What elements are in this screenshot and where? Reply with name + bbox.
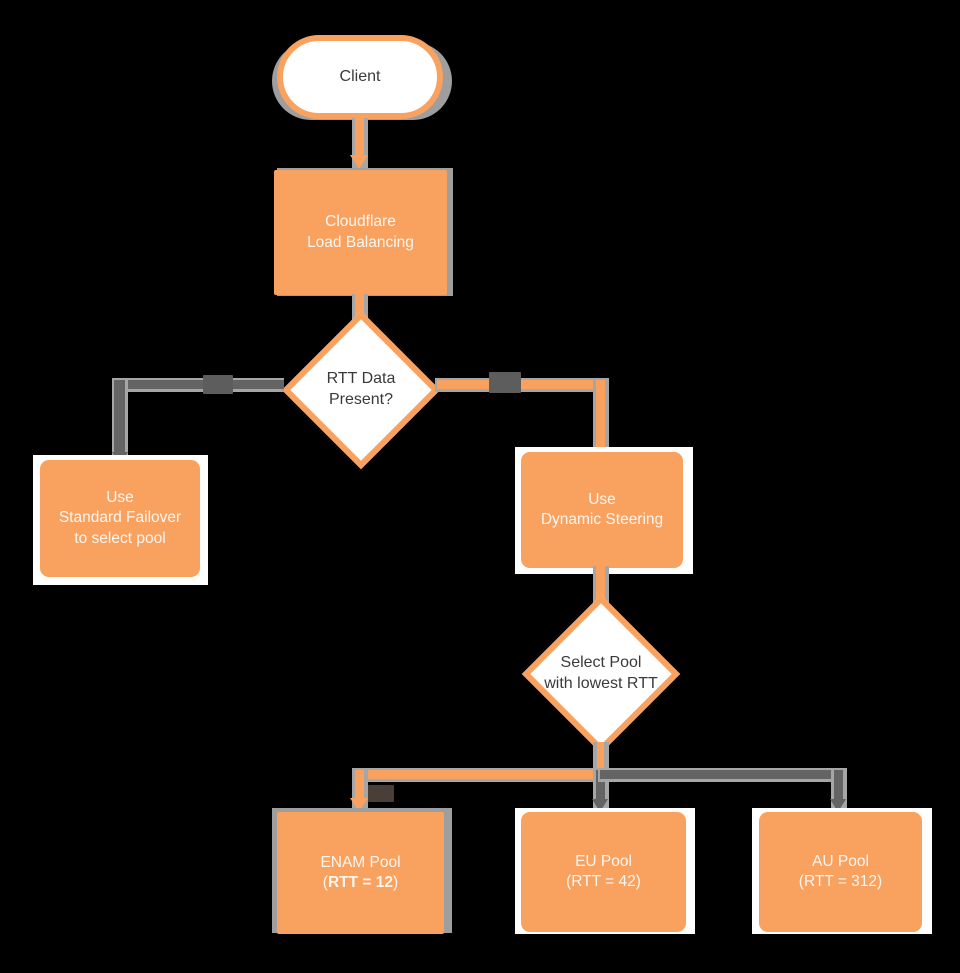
au-pool-rtt-value: RTT = 312 (803, 873, 878, 890)
paren-open: ( (566, 873, 572, 890)
enam-pool-rtt: (RTT = 12) (323, 873, 398, 893)
edge-steering-selectpool-line (596, 566, 605, 612)
au-pool-rtt: (RTT = 312) (799, 872, 882, 892)
au-pool-name: AU Pool (812, 852, 869, 870)
edge-selectpool-enam-line-h (355, 770, 602, 779)
edge-selectpool-eu-line (596, 770, 605, 804)
client-node[interactable]: Client (277, 35, 443, 119)
eu-pool-rtt-value: RTT = 42 (571, 873, 636, 890)
edge-client-lb-arrowhead (350, 155, 368, 169)
eu-pool-name: EU Pool (575, 852, 632, 870)
au-pool-node[interactable]: AU Pool (RTT = 312) (759, 812, 922, 932)
edge-selectpool-enam-label (368, 785, 394, 802)
standard-failover-node-label: Use Standard Failover to select pool (58, 488, 182, 547)
eu-pool-node[interactable]: EU Pool (RTT = 42) (521, 812, 686, 932)
paren-open: ( (322, 874, 328, 891)
paren-close: ) (877, 873, 883, 890)
standard-failover-node[interactable]: Use Standard Failover to select pool (40, 460, 200, 577)
edge-selectpool-trunk-line (597, 742, 604, 784)
edge-rtt-steering-label (489, 372, 521, 393)
dynamic-steering-node-label: Use Dynamic Steering (540, 490, 664, 528)
edge-selectpool-au-line-v (834, 770, 843, 804)
enam-pool-name: ENAM Pool (320, 853, 401, 871)
enam-pool-rtt-value: RTT = 12 (327, 874, 394, 891)
load-balancing-node[interactable]: Cloudflare Load Balancing (274, 170, 447, 295)
edge-selectpool-enam-line-v (355, 770, 364, 804)
edge-rtt-failover-line-v (114, 380, 125, 460)
edge-rtt-failover-line-h (114, 380, 284, 389)
edge-rtt-failover-label (203, 375, 233, 394)
enam-pool-node[interactable]: ENAM Pool (RTT = 12) (277, 812, 444, 934)
client-node-label: Client (339, 68, 381, 86)
edge-selectpool-au-line-h (600, 770, 842, 779)
load-balancing-node-label: Cloudflare Load Balancing (307, 213, 414, 251)
dynamic-steering-node[interactable]: Use Dynamic Steering (521, 452, 683, 568)
edge-client-lb-line (355, 118, 364, 160)
rtt-present-decision[interactable] (281, 310, 441, 470)
paren-close: ) (393, 874, 399, 891)
select-pool-decision[interactable] (521, 594, 681, 754)
edge-rtt-steering-line-v (596, 380, 605, 452)
eu-pool-rtt: (RTT = 42) (566, 872, 641, 892)
paren-open: ( (798, 873, 804, 890)
edge-rtt-steering-line-h (437, 380, 605, 389)
paren-close: ) (635, 873, 641, 890)
